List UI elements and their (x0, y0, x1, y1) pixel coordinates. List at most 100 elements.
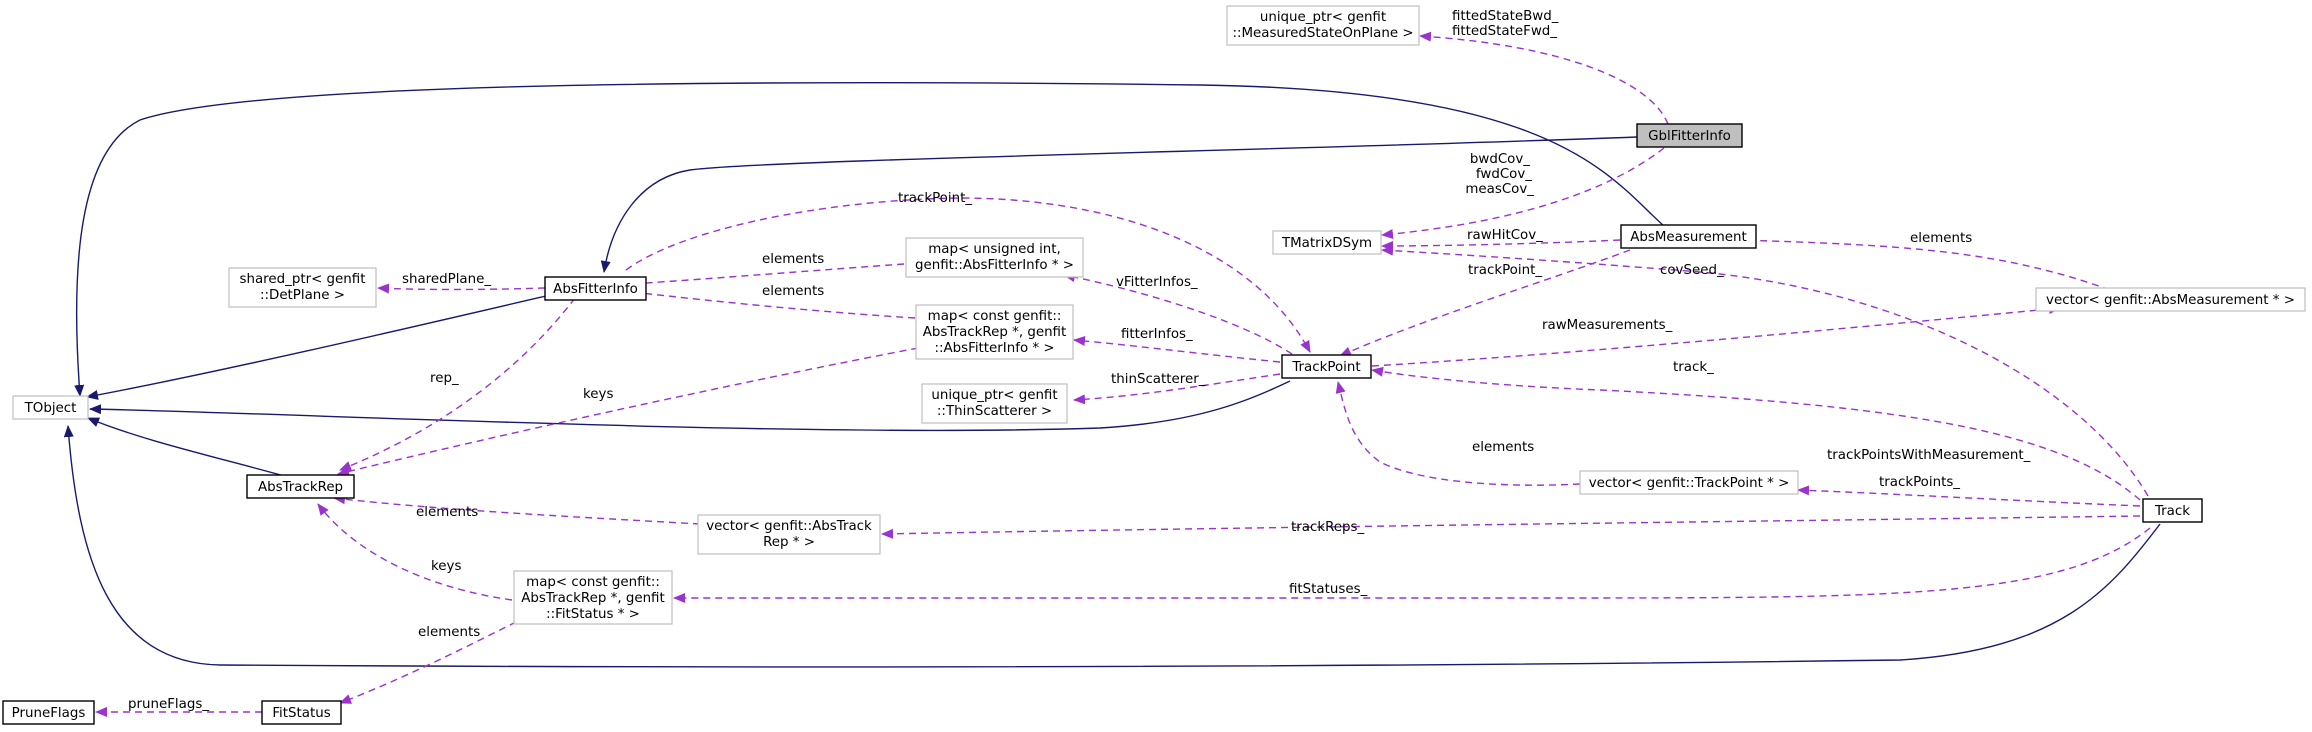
edge-label-trackpoint-absfitter: trackPoint_ (898, 191, 972, 206)
edge-trackpoint-to-uniqueptrthin (1073, 373, 1281, 405)
node-absfitterinfo[interactable]: AbsFitterInfo (544, 276, 647, 301)
node-label-line-2: ::ThinScatterer > (937, 404, 1052, 419)
edge-label-keys-mapconst1: keys (583, 387, 613, 402)
edge-label-trackpoints-with-measurement: trackPointsWithMeasurement_ (1827, 448, 2031, 463)
node-label-line-2: AbsTrackRep *, genfit (923, 325, 1067, 340)
edge-absfitterinfo-to-sharedptr (377, 283, 546, 294)
node-track[interactable]: Track (2142, 498, 2203, 523)
edge-labels: fittedStateBwd_ fittedStateFwd_ bwdCov_ … (128, 9, 2031, 712)
node-fitstatus[interactable]: FitStatus (261, 700, 342, 725)
edge-label-pruneflags: pruneFlags_ (128, 697, 209, 712)
edge-label-track: track_ (1673, 360, 1714, 375)
node-measuredstate[interactable]: unique_ptr< genfit ::MeasuredStateOnPlan… (1226, 5, 1420, 46)
edge-gbl-to-measuredstate (1419, 31, 1669, 125)
usage-edges (95, 31, 2151, 717)
node-tobject[interactable]: TObject (12, 395, 89, 420)
edge-trackpoint-to-vecabsmeas (1371, 304, 2061, 367)
node-abstrackrep[interactable]: AbsTrackRep (246, 474, 355, 499)
edge-trackpoint-to-mapconst1 (1073, 336, 1281, 363)
edge-label-trackpoints: trackPoints_ (1879, 475, 1960, 490)
node-label-line-2: ::DetPlane > (260, 288, 345, 303)
node-label-line-2: ::MeasuredStateOnPlane > (1232, 26, 1413, 41)
edge-mapuint-to-absfitterinfo (631, 263, 905, 289)
node-label-line-3: ::FitStatus * > (546, 607, 640, 622)
edge-mapconst1-to-abstrackrep (337, 347, 919, 477)
edge-label-elements-vecabstrackrep: elements (416, 505, 478, 520)
edge-label-rep: rep_ (430, 371, 459, 386)
node-mapconst1[interactable]: map< const genfit:: AbsTrackRep *, genfi… (915, 304, 1074, 360)
node-pruneflags[interactable]: PruneFlags (2, 700, 95, 725)
edge-vecabstrackrep-to-abstrackrep (333, 494, 701, 525)
node-label-line-1: map< const genfit:: (526, 575, 660, 590)
node-label: GblFitterInfo (1648, 129, 1731, 144)
edge-label-rawhitcov: rawHitCov_ (1467, 228, 1543, 243)
node-label: TMatrixDSym (1281, 236, 1372, 251)
edge-gblfitterinfo-to-absfitterinfo (600, 136, 1638, 273)
edge-label-thinscatterer: thinScatterer_ (1111, 372, 1206, 387)
node-label: Track (2154, 504, 2190, 519)
node-mapuint[interactable]: map< unsigned int, genfit::AbsFitterInfo… (905, 237, 1084, 278)
edge-label-elements-mapconst1: elements (762, 284, 824, 299)
edge-absmeas-to-tmatrixdsym (1381, 239, 1621, 251)
edge-label-keys-mapconst2: keys (431, 559, 461, 574)
edge-label-elements-vectrackpoint: elements (1472, 440, 1534, 455)
edge-track-to-tobject (63, 425, 2161, 668)
edge-label-trackreps: trackReps_ (1291, 520, 1364, 535)
node-label: PruneFlags (12, 706, 86, 721)
node-label-line-2: genfit::AbsFitterInfo * > (915, 258, 1074, 273)
node-absmeasurement[interactable]: AbsMeasurement (1620, 224, 1757, 249)
node-label: vector< genfit::TrackPoint * > (1589, 476, 1790, 491)
node-tmatrixdsym[interactable]: TMatrixDSym (1272, 230, 1382, 255)
node-label: TrackPoint (1291, 360, 1360, 375)
node-label: vector< genfit::AbsMeasurement * > (2046, 293, 2295, 308)
edge-absfitterinfo-to-abstrackrep (339, 297, 576, 471)
node-vecabstrackrep[interactable]: vector< genfit::AbsTrack Rep * > (697, 514, 881, 555)
edge-track-to-vectrackpoint (1797, 485, 2141, 507)
node-vecabsmeas[interactable]: vector< genfit::AbsMeasurement * > (2035, 287, 2306, 312)
node-label: TObject (24, 401, 77, 416)
node-trackpoint[interactable]: TrackPoint (1281, 354, 1372, 379)
edge-abstrackrep-to-tobject (87, 417, 289, 478)
edge-label-covseed: covSeed_ (1660, 263, 1724, 278)
node-sharedptr[interactable]: shared_ptr< genfit ::DetPlane > (228, 267, 377, 308)
node-label-line-1: vector< genfit::AbsTrack (706, 519, 872, 534)
edge-mapconst1-to-absfitterinfo (631, 288, 916, 319)
node-label: FitStatus (272, 706, 330, 721)
edge-gbl-to-tmatrixdsym (1381, 147, 1665, 239)
edge-label-elements-absmeas: elements (1910, 231, 1972, 246)
edge-absmeasurement-to-tobject (74, 82, 1665, 397)
edge-track-to-tmatrixdsym (1381, 245, 2149, 497)
edge-label-fitstatuses: fitStatuses_ (1289, 582, 1368, 597)
node-label-line-1: map< unsigned int, (928, 242, 1061, 257)
node-label-line-1: unique_ptr< genfit (1260, 10, 1386, 25)
edge-label-fitted-state-1: fittedStateBwd_ (1452, 9, 1559, 24)
edge-absfitterinfo-to-trackpoint (625, 197, 1311, 353)
edge-label-elements-mapconst2: elements (418, 625, 480, 640)
edge-label-cov-2: fwdCov_ (1476, 167, 1532, 182)
edge-mapconst2-to-abstrackrep (317, 503, 513, 601)
node-label-line-2: Rep * > (763, 535, 815, 550)
edge-label-cov-1: bwdCov_ (1470, 152, 1530, 167)
node-label-line-1: unique_ptr< genfit (931, 388, 1057, 403)
node-gblfitterinfo[interactable]: GblFitterInfo (1636, 123, 1743, 148)
node-label: AbsMeasurement (1630, 230, 1747, 245)
node-label: AbsTrackRep (258, 480, 343, 495)
edge-label-fitterinfos: fitterInfos_ (1121, 327, 1193, 342)
node-label: AbsFitterInfo (553, 282, 638, 297)
edge-trackpoint-to-mapuint (1063, 272, 1293, 355)
node-label-line-1: map< const genfit:: (928, 309, 1062, 324)
node-mapconst2[interactable]: map< const genfit:: AbsTrackRep *, genfi… (513, 570, 673, 625)
edge-vectrackpoint-to-trackpoint (1335, 381, 1581, 486)
node-uniqueptrthin[interactable]: unique_ptr< genfit ::ThinScatterer > (921, 383, 1068, 424)
node-vectrackpoint[interactable]: vector< genfit::TrackPoint * > (1579, 470, 1799, 495)
node-label-line-1: shared_ptr< genfit (240, 272, 366, 287)
edge-label-elements-mapuint: elements (762, 252, 824, 267)
node-label-line-3: ::AbsFitterInfo * > (934, 341, 1054, 356)
edge-mapconst2-to-fitstatus (339, 621, 517, 704)
edge-track-to-vecabstrackrep (881, 515, 2141, 539)
edge-label-trackpoint-absmeas: trackPoint_ (1468, 263, 1542, 278)
edge-label-rawmeasurements: rawMeasurements_ (1542, 318, 1673, 333)
edge-label-vfitterinfos: vFitterInfos_ (1116, 275, 1198, 290)
edge-trackpoint-to-tobject (89, 380, 1291, 432)
